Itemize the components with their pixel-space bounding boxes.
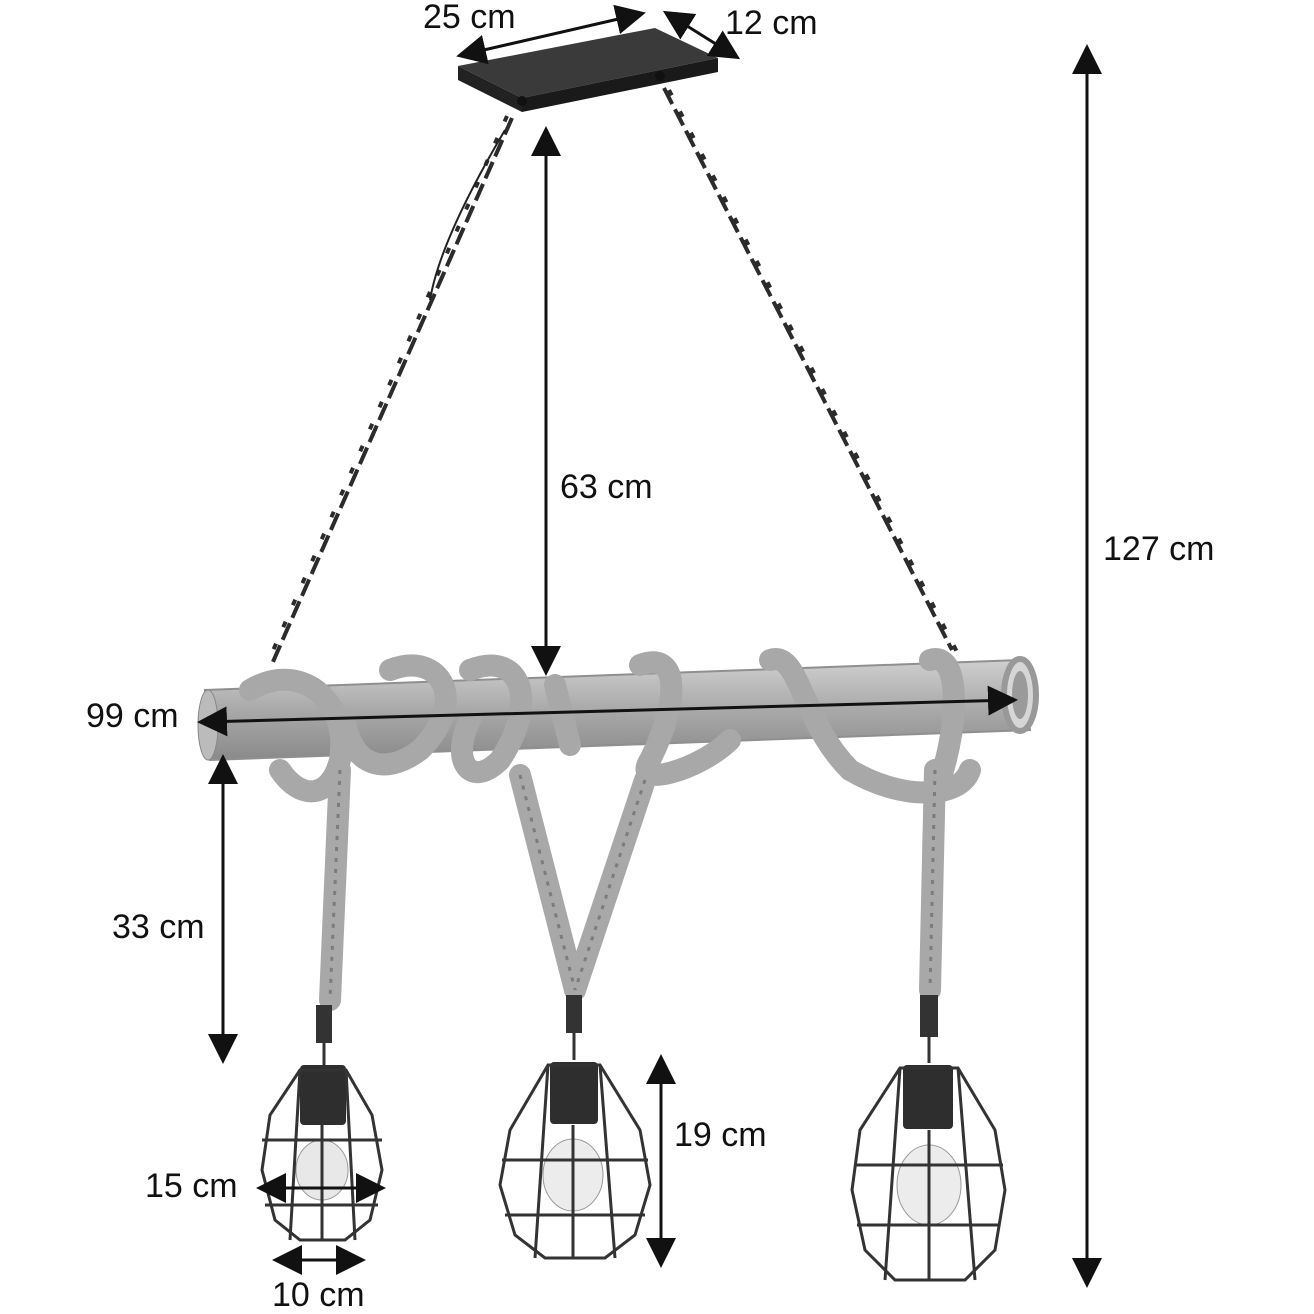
- pendant-left: [260, 1005, 384, 1242]
- shade-base-label: 10 cm: [272, 1276, 365, 1314]
- pendant-right: [850, 995, 1007, 1282]
- canopy-depth-arrow: [662, 10, 741, 60]
- canopy-length-label: 25 cm: [423, 0, 516, 36]
- right-chain: [662, 87, 959, 653]
- chain-drop-label: 63 cm: [560, 468, 653, 506]
- left-chain: [266, 115, 514, 665]
- ropes: [239, 648, 981, 1011]
- beam-length-arrow: [197, 685, 1018, 737]
- total-height-label: 127 cm: [1103, 530, 1215, 568]
- rope-drop-label: 33 cm: [112, 908, 205, 946]
- ceiling-canopy: [458, 28, 718, 112]
- canopy-depth-label: 12 cm: [725, 4, 818, 42]
- shade-height-label: 19 cm: [674, 1116, 767, 1154]
- beam-length-label: 99 cm: [86, 697, 179, 735]
- pendant-center: [498, 995, 652, 1260]
- canopy-length-arrow: [456, 4, 646, 65]
- shade-width-label: 15 cm: [145, 1167, 238, 1205]
